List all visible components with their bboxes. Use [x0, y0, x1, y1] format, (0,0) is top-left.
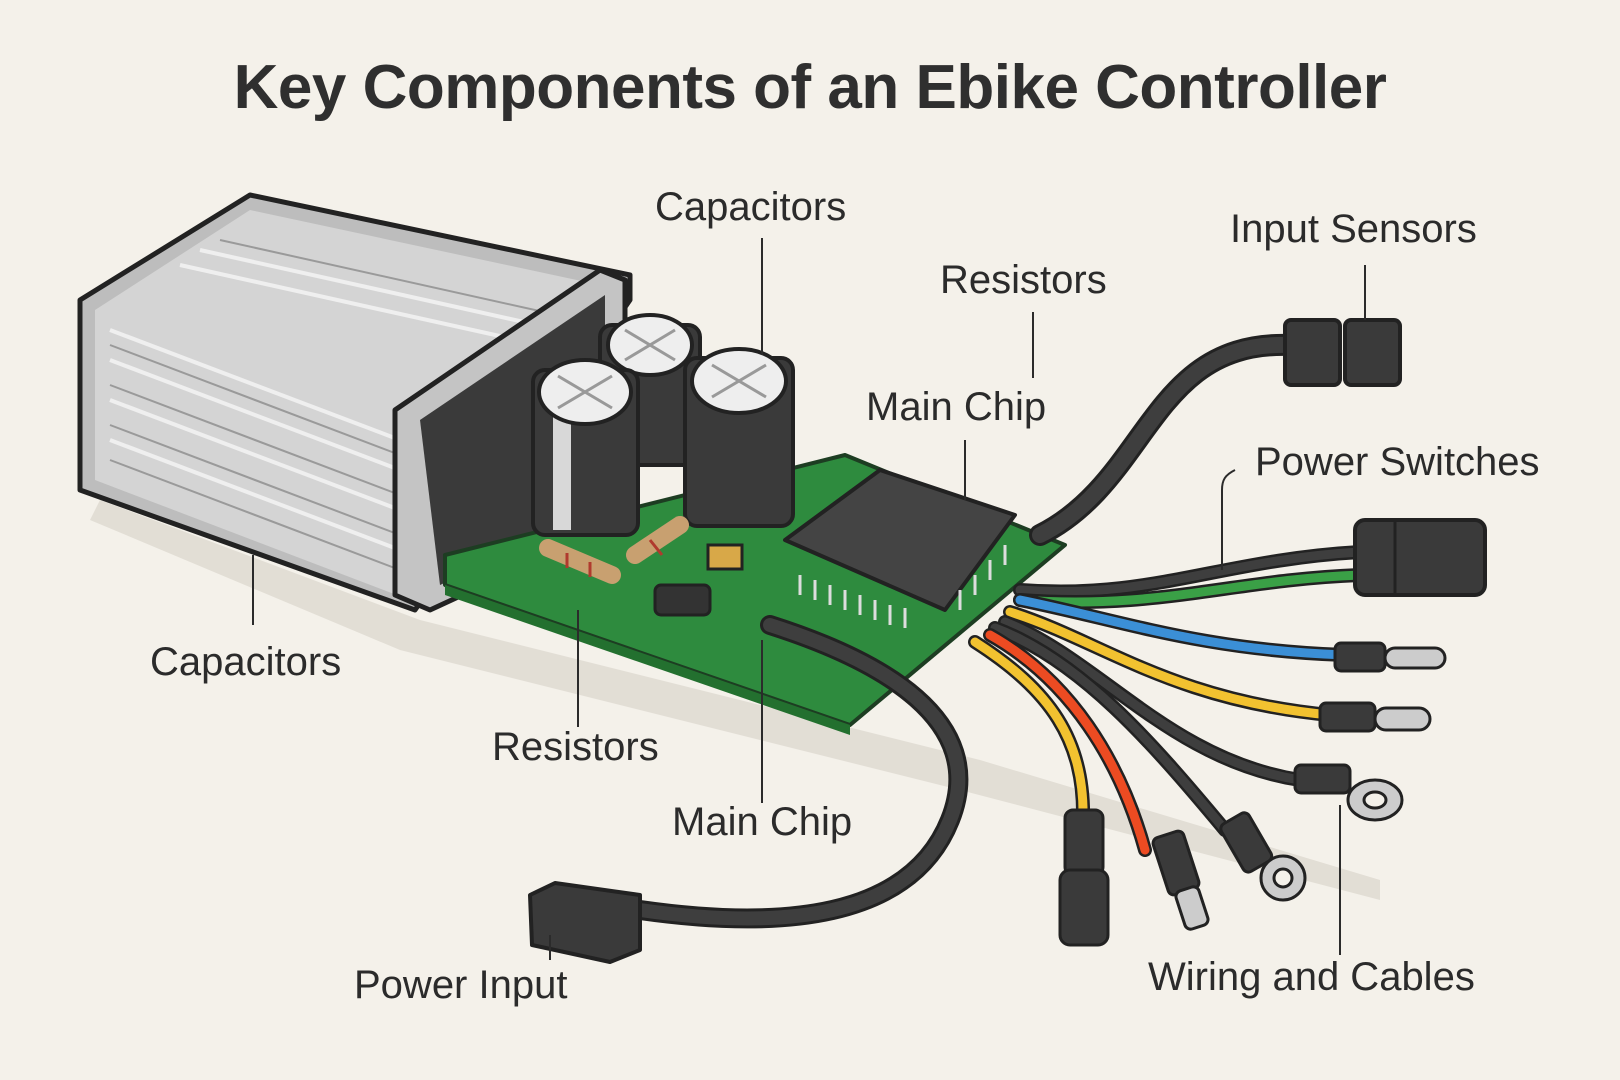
power-switch-connector	[1353, 518, 1487, 597]
label-resistors-bottom: Resistors	[492, 725, 659, 769]
power-input-connector	[528, 881, 642, 964]
capacitor	[683, 347, 795, 528]
smd-component	[653, 583, 712, 617]
label-main-chip-top: Main Chip	[866, 385, 1047, 429]
label-input-sensors: Input Sensors	[1230, 207, 1477, 251]
label-power-input: Power Input	[354, 963, 568, 1007]
ground-shadow	[90, 500, 1380, 900]
label-capacitors-top: Capacitors	[655, 185, 847, 229]
label-capacitors-left: Capacitors	[150, 640, 342, 684]
label-wiring-and-cables: Wiring and Cables	[1148, 955, 1475, 999]
input-sensor-connector	[1283, 318, 1402, 387]
main-chip	[783, 468, 1017, 628]
wire-terminals	[1058, 641, 1447, 947]
resistor	[539, 539, 621, 584]
diagram-title: Key Components of an Ebike Controller	[233, 53, 1387, 122]
resistor	[626, 516, 689, 564]
wiring-and-cables	[630, 333, 1367, 929]
smd-component	[706, 543, 744, 571]
label-power-switches: Power Switches	[1255, 440, 1540, 484]
label-resistors-top: Resistors	[940, 258, 1107, 302]
leader-lines	[252, 238, 1366, 960]
label-main-chip-bottom: Main Chip	[672, 800, 853, 844]
capacitor	[531, 358, 640, 537]
